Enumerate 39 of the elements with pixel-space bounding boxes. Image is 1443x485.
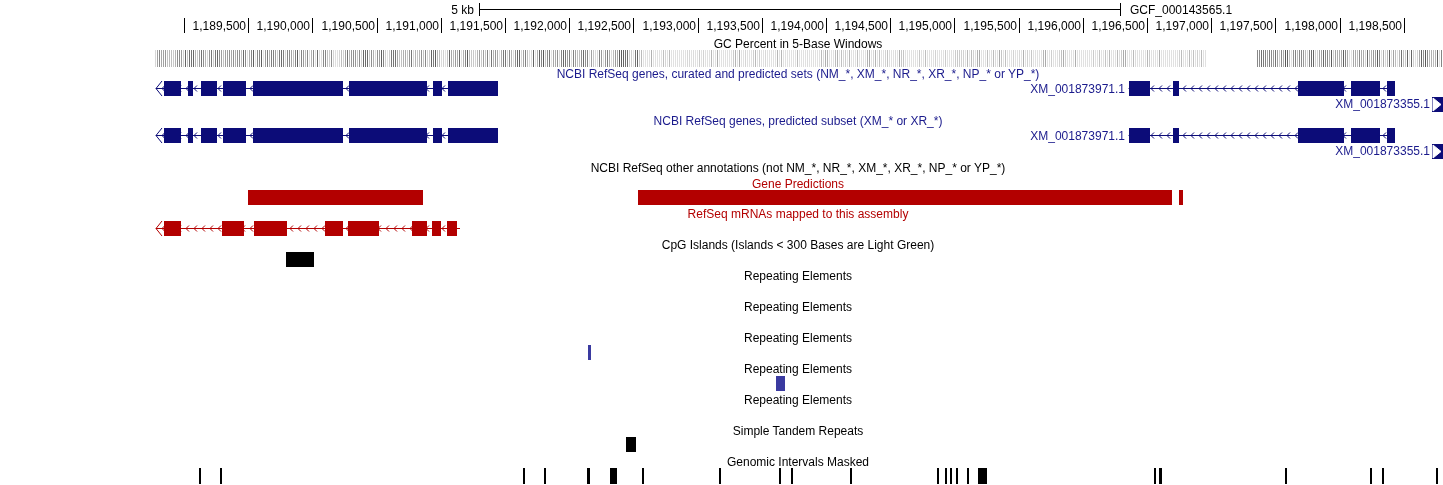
scale-label: 5 kb	[451, 3, 474, 17]
coordinate-label: 1,189,500	[192, 19, 246, 33]
coordinate-label: 1,194,500	[834, 19, 888, 33]
track-title: Repeating Elements	[743, 269, 853, 283]
coordinate-label: 1,190,500	[321, 19, 375, 33]
track-title: GC Percent in 5-Base Windows	[713, 37, 883, 51]
track-title: NCBI RefSeq genes, curated and predicted sets (NM_*, XM_*, NR_*, XR_*, NP_* or YP_*)	[556, 67, 1040, 81]
coordinate-label: 1,197,000	[1155, 19, 1209, 33]
coordinate-label: 1,198,500	[1348, 19, 1402, 33]
coordinate-label: 1,191,500	[449, 19, 503, 33]
track-title: RefSeq mRNAs mapped to this assembly	[687, 207, 909, 221]
track-title: Repeating Elements	[743, 362, 853, 376]
coordinate-label: 1,197,500	[1219, 19, 1273, 33]
track-title: Gene Predictions	[751, 177, 845, 191]
gene-name: XM_001873355.1	[1335, 97, 1430, 111]
coordinate-label: 1,195,500	[963, 19, 1017, 33]
track-title: Genomic Intervals Masked	[726, 455, 870, 469]
coordinate-label: 1,196,500	[1091, 19, 1145, 33]
assembly-label: GCF_000143565.1	[1130, 3, 1233, 17]
coordinate-label: 1,193,500	[706, 19, 760, 33]
track-title: NCBI RefSeq other annotations (not NM_*, NR_*, XM_*, XR_*, NP_* or YP_*)	[590, 161, 1006, 175]
coordinate-label: 1,191,000	[385, 19, 439, 33]
gene-name: XM_001873355.1	[1335, 144, 1430, 158]
track-title: CpG Islands (Islands < 300 Bases are Light Green)	[661, 238, 935, 252]
track-title: NCBI RefSeq genes, predicted subset (XM_* or XR_*)	[653, 114, 943, 128]
coordinate-label: 1,190,000	[256, 19, 310, 33]
coordinate-label: 1,198,000	[1284, 19, 1338, 33]
coordinate-label: 1,195,000	[898, 19, 952, 33]
coordinate-label: 1,192,500	[577, 19, 631, 33]
track-title: Repeating Elements	[743, 393, 853, 407]
track-title: Repeating Elements	[743, 300, 853, 314]
track-title: Repeating Elements	[743, 331, 853, 345]
coordinate-label: 1,196,000	[1027, 19, 1081, 33]
coordinate-label: 1,194,000	[770, 19, 824, 33]
gene-name: XM_001873971.1	[1030, 129, 1125, 143]
track-title: Simple Tandem Repeats	[732, 424, 864, 438]
coordinate-label: 1,193,000	[642, 19, 696, 33]
coordinate-label: 1,192,000	[513, 19, 567, 33]
gene-name: XM_001873971.1	[1030, 82, 1125, 96]
